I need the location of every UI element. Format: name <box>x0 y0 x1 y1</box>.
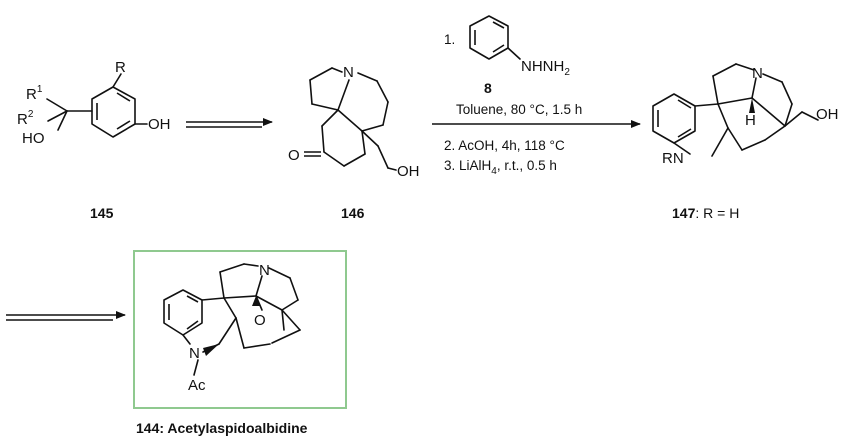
hydroxyl-label: OH <box>397 163 420 180</box>
condition-line-2: 2. AcOH, 4h, 118 °C <box>444 138 565 153</box>
reagent-8: 1. NHNH2 8 <box>444 15 570 96</box>
compound-145: R OH R1 R2 HO 145 <box>17 59 171 221</box>
r-group-label: R <box>115 59 126 76</box>
hydroxyl-label: OH <box>816 106 839 123</box>
nitrogen-bottom-label: N <box>189 345 200 362</box>
reagent-8-bonds <box>469 15 521 60</box>
compound-label-145: 145 <box>90 205 114 221</box>
nitrogen-label: N <box>752 65 763 82</box>
compound-147-bonds <box>652 63 819 157</box>
compound-144-bonds <box>163 263 301 376</box>
compound-147: N RN H OH 147: R = H <box>652 63 839 221</box>
ketone-oxygen-label: O <box>288 147 300 164</box>
multistep-arrow-3 <box>6 311 126 321</box>
product-highlight-box <box>133 250 347 409</box>
r1-group-label: R1 <box>26 84 43 103</box>
compound-144: N N O Ac 144: Acetylaspidoalbidine <box>133 250 347 436</box>
hydroxyl-label: OH <box>148 116 171 133</box>
hydroxy-label: HO <box>22 130 45 147</box>
compound-146-bonds <box>304 67 397 171</box>
hydrazine-group-label: NHNH2 <box>521 58 570 78</box>
acetyl-label: Ac <box>188 377 206 394</box>
compound-145-bonds <box>46 73 148 138</box>
compound-label-146: 146 <box>341 205 365 221</box>
condition-line-1: Toluene, 80 °C, 1.5 h <box>456 102 582 117</box>
step-1-number: 1. <box>444 32 455 47</box>
compound-label-147: 147: R = H <box>672 205 739 221</box>
compound-label-144: 144: Acetylaspidoalbidine <box>136 420 308 436</box>
condition-line-3: 3. LiAlH4, r.t., 0.5 h <box>444 158 557 177</box>
nitrogen-label: N <box>343 64 354 81</box>
stereo-hydrogen-label: H <box>745 112 756 129</box>
reagent-number-8: 8 <box>484 80 492 96</box>
nitrogen-top-label: N <box>259 262 270 279</box>
amine-rn-label: RN <box>662 150 684 167</box>
multistep-arrow-1 <box>186 118 273 128</box>
reaction-arrow-2: Toluene, 80 °C, 1.5 h 2. AcOH, 4h, 118 °… <box>432 102 641 177</box>
oxygen-bridge-label: O <box>254 312 266 329</box>
r2-group-label: R2 <box>17 109 34 128</box>
compound-146: N O OH 146 <box>288 64 420 221</box>
